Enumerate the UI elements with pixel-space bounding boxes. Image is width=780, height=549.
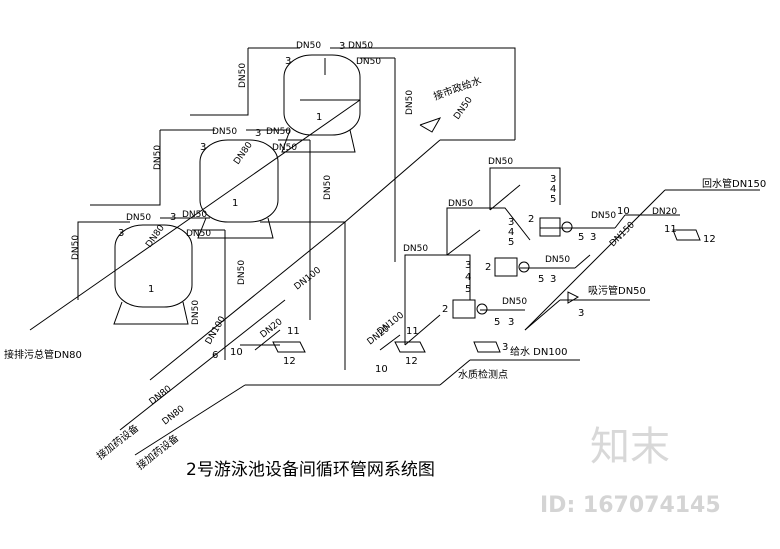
- svg-text:4: 4: [508, 227, 514, 238]
- svg-text:3: 3: [578, 308, 584, 319]
- svg-text:10: 10: [230, 347, 243, 358]
- svg-text:1: 1: [148, 284, 154, 295]
- label-return-pipe: 回水管DN150: [702, 177, 766, 190]
- svg-text:DN80: DN80: [161, 404, 187, 428]
- svg-text:3: 3: [508, 317, 514, 328]
- svg-text:DN20: DN20: [652, 207, 677, 217]
- svg-text:DN50: DN50: [591, 211, 616, 221]
- svg-text:3: 3: [550, 174, 556, 185]
- label-drain-main: 接排污总管DN80: [4, 348, 82, 361]
- svg-text:11: 11: [664, 224, 677, 235]
- svg-text:DN50: DN50: [272, 143, 297, 153]
- svg-text:DN50: DN50: [126, 213, 151, 223]
- quality-box: [473, 341, 501, 353]
- svg-text:DN100: DN100: [293, 265, 324, 292]
- watermark-id: ID: 167074145: [540, 493, 721, 518]
- svg-text:4: 4: [465, 272, 471, 283]
- label-supply: 给水 DN100: [510, 345, 567, 358]
- svg-text:DN50: DN50: [403, 244, 428, 254]
- svg-text:10: 10: [375, 364, 388, 375]
- svg-text:DN50: DN50: [405, 90, 415, 115]
- svg-text:12: 12: [405, 356, 418, 367]
- diagram-title: 2号游泳池设备间循环管网系统图: [186, 460, 435, 480]
- svg-text:3: 3: [339, 41, 345, 52]
- filter-tank-top: 1: [281, 54, 361, 153]
- svg-text:3: 3: [285, 56, 291, 67]
- svg-text:3: 3: [508, 217, 514, 228]
- svg-text:12: 12: [703, 234, 716, 245]
- svg-text:3: 3: [200, 142, 206, 153]
- label-city-water: 接市政给水: [432, 74, 483, 103]
- svg-text:DN50: DN50: [488, 157, 513, 167]
- svg-text:3: 3: [255, 128, 261, 139]
- svg-text:DN150: DN150: [608, 220, 637, 249]
- label-suction-pipe: 吸污管DN50: [588, 284, 646, 297]
- svg-text:DN80: DN80: [148, 384, 174, 408]
- valve-suction: [567, 291, 580, 304]
- svg-text:DN50: DN50: [191, 300, 201, 325]
- svg-text:4: 4: [550, 184, 556, 195]
- svg-text:DN50: DN50: [238, 63, 248, 88]
- svg-text:2: 2: [442, 304, 448, 315]
- drain-box-2: [394, 341, 426, 353]
- pump-3: [452, 299, 488, 319]
- svg-text:DN80: DN80: [232, 140, 255, 167]
- svg-text:DN50: DN50: [186, 229, 211, 239]
- svg-text:DN50: DN50: [452, 95, 475, 122]
- svg-text:DN50: DN50: [71, 235, 81, 260]
- svg-text:5: 5: [538, 274, 544, 285]
- svg-text:1: 1: [232, 198, 238, 209]
- pump-2: [494, 257, 530, 277]
- main-pipes: [29, 47, 760, 456]
- svg-text:3: 3: [502, 342, 508, 353]
- svg-text:5: 5: [578, 232, 584, 243]
- svg-text:DN50: DN50: [448, 199, 473, 209]
- filter-tank-bottom: 1: [113, 224, 193, 325]
- svg-text:3: 3: [590, 232, 596, 243]
- svg-text:DN50: DN50: [348, 41, 373, 51]
- label-dosing-2: 接加药设备: [134, 431, 181, 472]
- svg-text:DN50: DN50: [182, 210, 207, 220]
- pump-1: [539, 217, 573, 237]
- label-dosing-1: 接加药设备: [94, 421, 141, 462]
- dn-labels: DN50 DN50 DN50 DN50 DN50 DN50 DN50 DN50 …: [71, 41, 677, 427]
- watermark-logo: 知末: [590, 424, 670, 470]
- svg-text:2: 2: [528, 214, 534, 225]
- drain-box-1: [272, 341, 306, 353]
- component-numbers: 3 3 3 3 3 3 3 4 5 2 5 3 3 4 5 2 5 3 3 4 …: [118, 41, 716, 375]
- svg-text:DN50: DN50: [502, 297, 527, 307]
- svg-text:5: 5: [494, 317, 500, 328]
- svg-text:11: 11: [406, 326, 419, 337]
- svg-text:DN50: DN50: [237, 260, 247, 285]
- svg-text:2: 2: [485, 262, 491, 273]
- svg-text:DN50: DN50: [545, 255, 570, 265]
- svg-text:DN50: DN50: [153, 145, 163, 170]
- svg-text:11: 11: [287, 326, 300, 337]
- svg-text:DN50: DN50: [356, 57, 381, 67]
- svg-text:10: 10: [617, 206, 630, 217]
- svg-text:3: 3: [170, 212, 176, 223]
- label-quality-point: 水质检测点: [458, 368, 508, 381]
- svg-text:5: 5: [465, 284, 471, 295]
- svg-text:3: 3: [465, 260, 471, 271]
- svg-text:12: 12: [283, 356, 296, 367]
- svg-text:3: 3: [550, 274, 556, 285]
- filter-tank-middle: 1: [197, 139, 279, 239]
- drain-box-3: [672, 229, 701, 241]
- svg-text:DN50: DN50: [296, 41, 321, 51]
- svg-text:5: 5: [550, 194, 556, 205]
- svg-text:5: 5: [508, 237, 514, 248]
- svg-text:DN50: DN50: [323, 175, 333, 200]
- svg-text:1: 1: [316, 112, 322, 123]
- svg-text:3: 3: [118, 228, 124, 239]
- svg-text:DN50: DN50: [266, 127, 291, 137]
- svg-text:6: 6: [212, 350, 218, 361]
- svg-text:DN50: DN50: [212, 127, 237, 137]
